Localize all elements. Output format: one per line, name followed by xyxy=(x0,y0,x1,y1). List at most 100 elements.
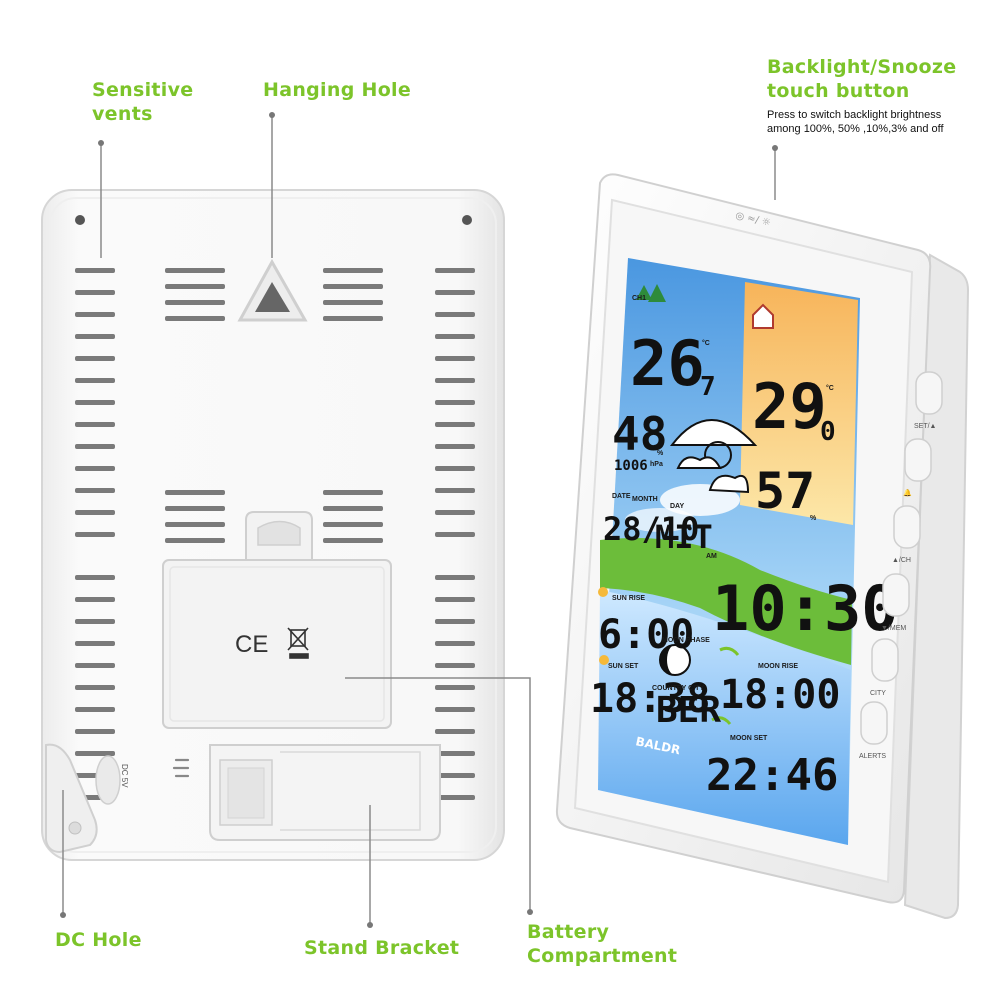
stand-bracket xyxy=(209,744,441,841)
vent-slot xyxy=(75,751,115,756)
vent-slot xyxy=(75,422,115,427)
dc-socket: DC 5V xyxy=(45,743,129,854)
day-value: MIT xyxy=(655,518,713,556)
backlight-note: Press to switch backlight brightness amo… xyxy=(767,109,944,135)
vent-slot xyxy=(435,510,475,515)
vent-slot xyxy=(435,707,475,712)
vent-slot xyxy=(435,597,475,602)
vent-slot xyxy=(435,400,475,405)
vent-slot xyxy=(75,510,115,515)
pressure-unit: hPa xyxy=(650,461,663,468)
vent-slot xyxy=(435,532,475,537)
vent-slot xyxy=(75,290,115,295)
vent-slot xyxy=(323,300,383,305)
vent-slot xyxy=(435,268,475,273)
lcd-screen xyxy=(598,258,860,845)
vent-slot xyxy=(435,378,475,383)
vent-slot xyxy=(75,707,115,712)
indoor-temp-unit: °C xyxy=(702,339,710,347)
vent-slot xyxy=(165,522,225,527)
vent-slot xyxy=(323,490,383,495)
callout-sensitive-vents: Sensitive vents xyxy=(92,79,194,125)
side-button-label: SET/▲ xyxy=(914,423,937,430)
vent-slot xyxy=(435,312,475,317)
vent-slot xyxy=(75,444,115,449)
moonrise-label: MOON RISE xyxy=(758,663,798,670)
day-label: DAY xyxy=(670,503,684,510)
vent-slot xyxy=(75,641,115,646)
vent-slot xyxy=(75,488,115,493)
outdoor-humidity: 57 xyxy=(755,462,815,520)
vent-slot xyxy=(435,356,475,361)
outdoor-humidity-unit: % xyxy=(810,515,817,522)
date-label: DATE xyxy=(612,493,631,500)
outdoor-temp-decimal: 0 xyxy=(820,417,836,447)
callout-hanging-hole: Hanging Hole xyxy=(263,79,412,101)
vent-slot xyxy=(165,506,225,511)
date-value: 28/10 xyxy=(603,510,699,548)
side-button-label: 🔔 xyxy=(903,488,912,497)
vent-slot xyxy=(75,378,115,383)
vent-slot xyxy=(75,334,115,339)
moon-phase-label: MOON PHASE xyxy=(662,637,710,644)
side-button[interactable] xyxy=(915,371,943,415)
hanging-hole xyxy=(237,258,308,322)
outdoor-temp: 29 xyxy=(752,370,827,443)
sunset-label: SUN SET xyxy=(608,663,639,670)
month-label: MONTH xyxy=(632,496,658,503)
vent-slot xyxy=(323,506,383,511)
indoor-humidity-unit: % xyxy=(657,450,664,457)
city-code: BER xyxy=(656,690,721,731)
side-button[interactable] xyxy=(871,638,899,682)
vent-slot xyxy=(165,300,225,305)
sunrise-label: SUN RISE xyxy=(612,595,645,602)
dc-5v-label: DC 5V xyxy=(120,764,129,788)
vent-slot xyxy=(435,488,475,493)
side-button-label: ▲/CH xyxy=(892,557,911,564)
sunset-time: 18:38 xyxy=(590,676,710,722)
indoor-temp-decimal: 7 xyxy=(700,372,716,402)
vent-slot xyxy=(75,356,115,361)
indoor-temp: 26 xyxy=(630,327,705,400)
vent-slot xyxy=(75,268,115,273)
vent-slot xyxy=(165,284,225,289)
leader-lines xyxy=(62,115,776,925)
country-city-label: COUNTRY CITY xyxy=(652,685,704,692)
vent-slot xyxy=(165,268,225,273)
vent-slot xyxy=(435,290,475,295)
callout-battery-compartment: Battery Compartment xyxy=(527,921,678,967)
vent-slot xyxy=(75,597,115,602)
vent-slot xyxy=(75,312,115,317)
vent-slot xyxy=(435,685,475,690)
vent-slot xyxy=(75,532,115,537)
side-button[interactable] xyxy=(904,438,932,482)
moonrise-time: 18:00 xyxy=(720,672,840,718)
side-button-label: CITY xyxy=(870,690,886,697)
lcd-readings: CH1 26 °C 7 48 % 29 °C 0 57 % 1006 hPa D… xyxy=(590,295,899,801)
side-button-label: ▼/MEM xyxy=(881,625,906,632)
vent-slot xyxy=(435,444,475,449)
pressure: 1006 xyxy=(614,458,648,474)
callout-stand-bracket: Stand Bracket xyxy=(304,937,460,959)
vent-slot xyxy=(75,575,115,580)
leader-dots xyxy=(60,112,778,928)
vent-slot xyxy=(435,751,475,756)
side-button[interactable] xyxy=(882,573,910,617)
moonset-time: 22:46 xyxy=(706,750,838,801)
stand-clip xyxy=(245,511,313,566)
battery-compartment: CE xyxy=(162,559,392,729)
vent-slot xyxy=(165,316,225,321)
vent-slot xyxy=(435,466,475,471)
vent-slot xyxy=(75,663,115,668)
outdoor-temp-unit: °C xyxy=(826,384,834,392)
ce-mark: CE xyxy=(235,631,268,658)
callout-backlight: Backlight/Snooze touch button xyxy=(767,56,957,102)
vent-slot xyxy=(435,422,475,427)
vent-slot xyxy=(75,619,115,624)
moonset-label: MOON SET xyxy=(730,735,768,742)
am-label: AM xyxy=(706,553,717,560)
side-button[interactable] xyxy=(893,505,921,549)
side-button[interactable] xyxy=(860,701,888,745)
